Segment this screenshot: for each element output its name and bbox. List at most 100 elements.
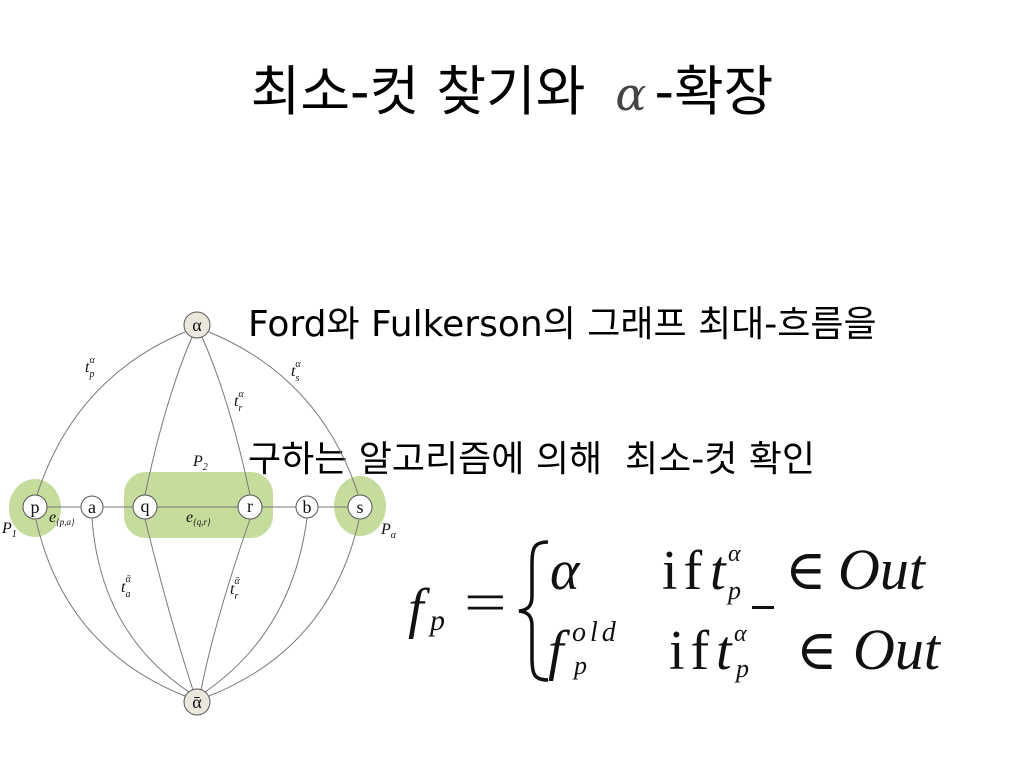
graph-cut-diagram: α p a q r b s ᾱ tpα: [1, 311, 397, 716]
label-subscript: p: [88, 369, 94, 380]
edge-alpha-s: [208, 331, 359, 495]
region-label-p-alpha: Pα: [380, 521, 397, 541]
edge-label-e-pa: e{p,a}: [49, 509, 75, 527]
edge-alphabar-b: [204, 517, 308, 693]
title-text-part1: 최소-컷 찾기와: [250, 60, 586, 123]
slide-body-text: Ford와 Fulkerson의 그래프 최대-흐름을 구하는 알고리즘에 의해…: [248, 212, 1018, 527]
node-a-circle: [80, 495, 104, 519]
case1-variable-subscript: p: [728, 576, 741, 605]
edge-label-t-p-alpha: tpα: [85, 355, 95, 380]
edge-label-e-qr: e{q,r}: [186, 509, 211, 527]
node-s-circle: [347, 494, 373, 520]
node-alpha-bar: ᾱ: [183, 688, 211, 716]
edges: [35, 331, 360, 697]
label-subscript: α: [391, 530, 397, 541]
label-base: P: [192, 453, 203, 470]
label-base: t: [230, 581, 235, 598]
slide-title: 최소-컷 찾기와 α-확장: [0, 56, 1024, 130]
label-superscript: α: [295, 359, 301, 370]
alpha-expansion-formula: f p = α if t α p ∈ Out f old p if t α p …: [400, 530, 960, 690]
label-base: e: [49, 509, 56, 526]
case2-if: if: [669, 620, 716, 682]
label-subscript: s: [295, 373, 299, 384]
edge-alpha-q: [144, 336, 193, 496]
edge-alpha-p: [36, 331, 186, 496]
region-label-p2: P2: [192, 453, 208, 473]
diagram-labels: tpα tsα trα P2 e{p,a} e{q,r} P1 Pα taᾱ t…: [1, 355, 397, 602]
label-subscript: 1: [12, 529, 17, 540]
node-q: q: [132, 494, 158, 520]
node-a: a: [80, 495, 104, 519]
node-alpha-circle: [183, 311, 211, 339]
label-superscript: α: [89, 355, 95, 366]
edge-label-t-a-alphabar: taᾱ: [121, 574, 131, 600]
case1-variable: t: [710, 540, 726, 602]
case1-variable-superscript: α: [728, 541, 741, 567]
edge-alpha-r: [201, 336, 251, 496]
edge-label-t-s-alpha: tsα: [291, 359, 301, 384]
case1-if: if: [662, 540, 709, 602]
title-alpha-symbol: α: [615, 67, 647, 121]
case2-relation: ∈: [796, 618, 838, 683]
node-alpha-bar-label: ᾱ: [192, 692, 202, 712]
case1-relation: ∈: [785, 538, 827, 603]
node-a-label: a: [88, 497, 96, 517]
node-b: b: [295, 495, 319, 519]
case2-variable-subscript: p: [736, 654, 749, 683]
node-p: p: [22, 494, 48, 520]
case2-value-subscript: p: [574, 651, 587, 680]
body-line-1: Ford와 Fulkerson의 그래프 최대-흐름을: [248, 304, 877, 345]
node-b-label: b: [303, 497, 312, 517]
formula-equals: =: [464, 572, 507, 634]
node-alpha-label: α: [192, 315, 202, 335]
node-s-label: s: [356, 497, 363, 517]
formula-lhs-subscript: p: [430, 604, 445, 637]
edge-alphabar-r: [200, 518, 251, 691]
label-base: t: [234, 393, 239, 410]
node-p-label: p: [31, 497, 40, 517]
node-b-circle: [295, 495, 319, 519]
label-base: t: [121, 579, 126, 596]
label-subscript: r: [234, 591, 238, 602]
case1-set: Out: [838, 537, 925, 602]
label-subscript: r: [238, 403, 242, 414]
body-line-2: 구하는 알고리즘에 의해 최소-컷 확인: [248, 439, 816, 480]
node-q-circle: [132, 494, 158, 520]
left-brace-icon: [518, 540, 549, 682]
node-r-label: r: [247, 496, 253, 516]
label-subscript: a: [125, 589, 130, 600]
label-subscript: 2: [203, 462, 208, 473]
node-q-label: q: [141, 496, 150, 516]
edge-label-t-r-alpha: trα: [234, 389, 244, 414]
case2-value: f: [548, 620, 564, 682]
label-superscript: ᾱ: [125, 574, 131, 585]
edge-alphabar-q: [144, 518, 194, 691]
label-superscript: ᾱ: [234, 576, 240, 587]
case2-value-superscript: old: [572, 617, 620, 648]
edge-label-t-r-alphabar: trᾱ: [230, 576, 240, 602]
case1-underline-mark: [752, 606, 774, 609]
node-alpha: α: [183, 311, 211, 339]
case2-variable-superscript: α: [734, 621, 747, 647]
label-subscript: {q,r}: [193, 517, 211, 527]
case2-set: Out: [853, 617, 940, 682]
case1-value: α: [550, 540, 580, 602]
node-r: r: [237, 494, 263, 520]
label-base: e: [186, 509, 193, 526]
label-base: t: [291, 363, 296, 380]
case2-variable: t: [716, 620, 732, 682]
edge-alphabar-a: [91, 517, 190, 693]
nodes: α p a q r b s ᾱ: [22, 311, 373, 716]
node-alpha-bar-circle: [183, 688, 211, 716]
formula-lhs: f: [408, 578, 424, 640]
title-text-part2: -확장: [654, 60, 774, 123]
label-base: P: [380, 521, 391, 538]
node-r-circle: [237, 494, 263, 520]
node-s: s: [347, 494, 373, 520]
label-subscript: {p,a}: [56, 517, 75, 527]
edge-alphabar-p: [35, 519, 186, 697]
region-label-p1: P1: [1, 520, 17, 540]
label-base: P: [1, 520, 12, 537]
p2-highlight: [124, 472, 273, 538]
label-base: t: [85, 359, 90, 376]
